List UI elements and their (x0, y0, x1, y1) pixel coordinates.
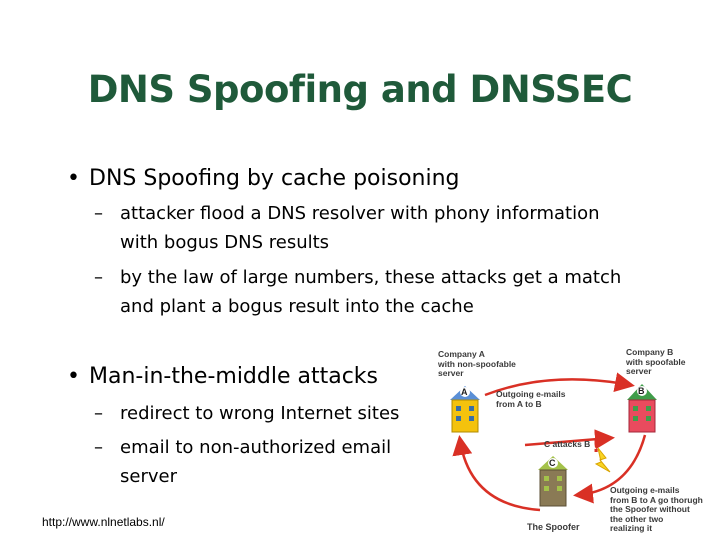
label-line: server (626, 366, 652, 376)
bullet-dot-icon: • (67, 166, 80, 191)
label-line: realizing it (610, 523, 653, 533)
bullet-mitm: • Man-in-the-middle attacks (67, 363, 379, 391)
dash-icon: – (94, 203, 103, 224)
exclamation-icon: ! (592, 436, 600, 457)
label-line: server (438, 368, 464, 378)
sub-bullet-flood: – attacker flood a DNS resolver with pho… (94, 199, 600, 257)
arrow-c-to-a (452, 435, 541, 512)
arrow-c-to-b (524, 429, 615, 450)
building-c-label: C (549, 458, 556, 468)
label-line: from A to B (496, 398, 542, 409)
sub-bullet-line: and plant a bogus result into the cache (120, 296, 474, 317)
building-a-icon (450, 386, 480, 433)
building-a-label: A (461, 387, 468, 397)
dash-icon: – (94, 437, 103, 458)
label-line: Outgoing e-mails (496, 389, 566, 399)
bullet-text: Man-in-the-middle attacks (89, 364, 379, 389)
diagram-graphics: ! (450, 372, 657, 512)
dash-icon: – (94, 403, 103, 424)
label-line: Outgoing e-mails (610, 485, 680, 495)
footer-url: http://www.nlnetlabs.nl/ (42, 515, 165, 529)
sub-bullet-line: by the law of large numbers, these attac… (120, 267, 622, 288)
sub-bullet-line: server (120, 466, 177, 487)
label-line: with spoofable (626, 356, 686, 367)
label-line: Company B (626, 347, 674, 357)
sub-bullet-redirect: – redirect to wrong Internet sites (94, 399, 400, 428)
lightning-icon (594, 447, 611, 473)
label-line: from B to A go thorugh (610, 494, 703, 505)
sub-bullet-line: with bogus DNS results (120, 232, 330, 253)
bullet-text: DNS Spoofing by cache poisoning (89, 166, 460, 191)
bullet-dot-icon: • (67, 364, 80, 389)
sub-bullet-large-numbers: – by the law of large numbers, these att… (94, 263, 622, 321)
dash-icon: – (94, 267, 103, 288)
label-line: with non-spoofable (438, 358, 516, 369)
label-line: the other two (610, 513, 664, 524)
building-b-icon (627, 384, 657, 433)
sub-bullet-line: email to non-authorized email (120, 437, 392, 458)
arrow-b-to-c (573, 434, 647, 504)
sub-bullet-email: – email to non-authorized email server (94, 433, 392, 491)
label-line: Company A (438, 349, 485, 359)
c-attacks-b-label: C attacks B (544, 439, 591, 449)
label-line: the Spoofer without (610, 504, 690, 514)
outgoing-b-to-a-label: Outgoing e-mails from B to A go thorugh … (610, 485, 703, 534)
company-a-label: Company A with non-spoofable server (438, 349, 516, 379)
sub-bullet-line: redirect to wrong Internet sites (120, 403, 400, 424)
arrow-a-to-b (484, 372, 635, 397)
slide-title: DNS Spoofing and DNSSEC (87, 68, 633, 111)
outgoing-a-to-b-label: Outgoing e-mails from A to B (496, 389, 566, 409)
building-c-icon (538, 456, 568, 507)
building-b-label: B (638, 386, 645, 396)
sub-bullet-line: attacker flood a DNS resolver with phony… (120, 203, 600, 224)
spoofer-label: The Spoofer (527, 522, 580, 532)
spoofing-diagram: ! A B C Company A wit (430, 340, 720, 540)
company-b-label: Company B with spoofable server (626, 347, 686, 377)
bullet-cache-poisoning: • DNS Spoofing by cache poisoning (67, 165, 460, 193)
